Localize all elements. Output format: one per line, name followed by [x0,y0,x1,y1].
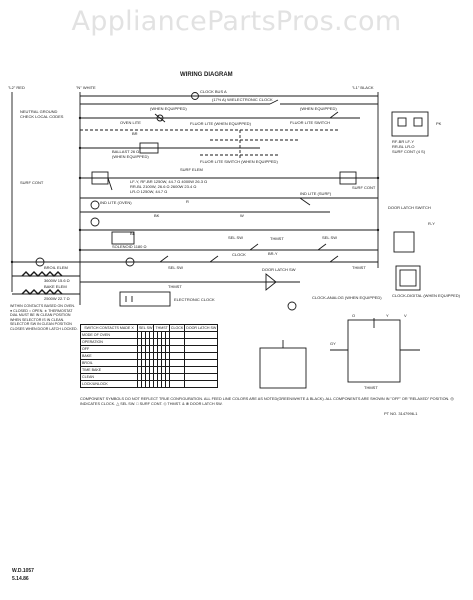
wiring-diagram-number: W.D.1057 [12,568,34,574]
clock-analog-label: CLOCK-ANALOG (WHEN EQUIPPED) [312,295,382,300]
sel-sw-label-1: SEL SW [228,235,243,240]
fluor-lite-switch-2-label: FLUOR LITE SWITCH (WHEN EQUIPPED) [200,159,278,164]
surf-elem-spec-2: RR-BL 2100W, 26.6 Ω 2600W 23.4 Ω [130,184,197,189]
switch-contacts-table: SWITCH CONTACTS MADE X SEL SW THMST CLOC… [80,324,219,388]
fluor-lite-switch-label: FLUOR LITE SWITCH [290,120,331,125]
wire-color-v: V [404,313,407,318]
wire-color-r-y: R-Y [428,221,435,226]
wire-color-o: O [352,313,356,318]
sel-sw-label-3: SEL SW [168,265,183,270]
diagram-title: WIRING DIAGRAM [180,72,233,78]
electronic-clock-label: ELECTRONIC CLOCK [174,297,215,302]
bake-elem-label: BAKE ELEM [44,284,67,289]
table-row: OFF [80,345,219,353]
line-l2-label: "L2" RED [8,85,25,90]
ballast-label: BALLAST 26 Ω [112,149,140,154]
wire-color-y: Y [386,313,389,318]
ind-lite-surf-label: IND LITE (SURF) [300,191,332,196]
wire-color-r: R [186,199,189,204]
thmst-label-1: THMST [270,236,284,241]
sel-sw-label-2: SEL SW [322,235,337,240]
part-number-label: PT NO. 3147996-1 [384,411,418,416]
diagram-notes: WITHIN CONTACTS BASED ON OVEN. ● CLOSED … [10,304,78,331]
table-row-label: OFF [80,345,138,353]
component-caption: COMPONENT SYMBOLS DO NOT REFLECT TRUE CO… [80,397,454,406]
ballast-sub-label: (WHEN EQUIPPED) [112,154,149,159]
surf-elem-spec-3: LR-O 1250W, 44.7 Ω [130,189,168,194]
when-equipped-label-2: (WHEN EQUIPPED) [300,106,337,111]
table-row: TIME BAKE [80,366,219,374]
table-header-row: SWITCH CONTACTS MADE X SEL SW THMST CLOC… [80,324,219,332]
clock-bus-sub-label: (17½ A) W/ELECTRONIC CLOCK [212,97,273,102]
wire-color-br: BR [132,131,138,136]
wire-color-gy: GY [330,341,336,346]
oven-lite-label: OVEN LITE [120,120,141,125]
wire-color-br-y: BR-Y [268,251,278,256]
wire-color-bk: BK [154,213,160,218]
broil-elem-label: BROIL ELEM [44,265,68,270]
surf-cont-left-label: SURF CONT [20,180,44,185]
diagram-date: 5.14.86 [12,576,29,582]
clock-bus-label: CLOCK BUS A [200,89,227,94]
wire-color-w: W [240,213,244,218]
table-header-cell: CLOCK [168,324,186,332]
clock-label: CLOCK [232,252,246,257]
table-row-label: BROIL [80,359,138,367]
rr-lr-label: RR-BL LR-O [392,144,415,149]
clock-digital-label: CLOCK-DIGITAL (WHEN EQUIPPED) [392,293,461,298]
table-row: OPERATION [80,338,219,346]
solenoid-label: SOLENOID 1180 Ω [112,244,147,249]
table-row-label: BAKE [80,352,138,360]
table-row: LOCK/UNLOCK [80,380,219,388]
line-l1-label: "L1" BLACK [352,85,374,90]
table-row-label: MODE OF OVEN [80,331,138,339]
table-row-label: CLEAN [80,373,138,381]
when-equipped-label-1: (WHEN EQUIPPED) [150,106,187,111]
broil-spec-label: 3600W 15.6 Ω [44,278,70,283]
check-codes-label: CHECK LOCAL CODES [20,114,64,119]
table-row: MODE OF OVEN [80,331,219,339]
door-latch-sw-label: DOOR LATCH SW [262,267,296,272]
table-row-label: OPERATION [80,338,138,346]
thmst-label-2: THMST [168,284,182,289]
table-header-cell: SWITCH CONTACTS MADE X [80,324,138,332]
surf-elem-label: SURF ELEM [180,167,203,172]
neutral-ground-label: NEUTRAL GROUND [20,109,58,114]
surf-elem-spec-1: LF-Y, RF-BR 1250W, 44.7 Ω 4000W 26.3 Ω [130,179,208,184]
fluor-lite-label: FLUOR LITE (WHEN EQUIPPED) [190,121,251,126]
table-row-label: LOCK/UNLOCK [80,380,138,388]
thmst-illustration-label: THMST [364,385,378,390]
wire-color-pk: PK [436,121,442,126]
surf-cont-4s-label: SURF CONT (4 S) [392,149,426,154]
table-row: BAKE [80,352,219,360]
ind-lite-oven-label: IND LITE (OVEN) [100,200,132,205]
bake-spec-label: 2500W 22.7 Ω [44,296,70,301]
table-header-cell: SEL SW [136,324,155,332]
table-header-cell: THMST [153,324,170,332]
table-header-cell: DOOR LATCH SW [184,324,219,332]
thmst-label-3: THMST [352,265,366,270]
line-n-label: "N" WHITE [76,85,96,90]
rf-lf-label: RF-BR LF-Y [392,139,414,144]
wire-color-bl: BL [130,231,135,236]
surf-cont-right-label: SURF CONT [352,185,376,190]
door-latch-switch-label: DOOR LATCH SWITCH [388,205,431,210]
table-row: CLEAN [80,373,219,381]
table-row: BROIL [80,359,219,367]
watermark: AppliancePartsPros.com [71,6,402,37]
table-row-label: TIME BAKE [80,366,138,374]
